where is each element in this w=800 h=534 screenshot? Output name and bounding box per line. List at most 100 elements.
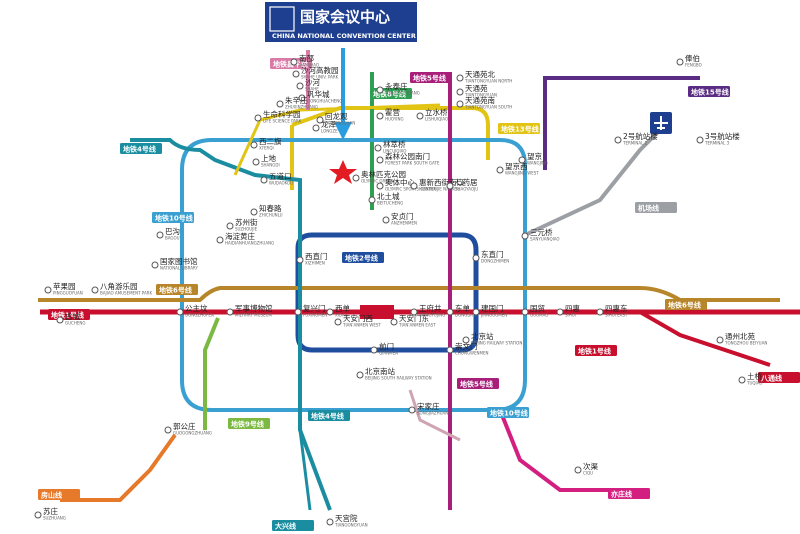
station-marker: [472, 254, 480, 262]
line-badge: 地铁1号线: [575, 345, 617, 356]
station-name: 南邵: [299, 53, 314, 63]
station-name: 公主坟: [185, 303, 208, 313]
station-marker: [326, 518, 334, 526]
station-name-en: TUQIAO: [746, 381, 763, 386]
station-name: 上地: [261, 153, 276, 163]
station-name: 3号航站楼: [705, 131, 740, 141]
station-name-en: GONGHUACHENG: [307, 99, 342, 104]
station-name: 森林公园南门: [385, 151, 430, 161]
station-marker: [294, 308, 302, 316]
station-marker: [382, 216, 390, 224]
line-badge-label: 地铁15号线: [691, 88, 729, 97]
station-name-en: BEIJING SOUTH RAILWAY STATION: [365, 376, 432, 381]
line-badge-label: 房山线: [41, 491, 62, 500]
station-marker: [91, 286, 99, 294]
line-badge-label: 地铁6号线: [668, 301, 701, 310]
station-name-en: SONGJIAZHUANG: [417, 411, 451, 416]
station-marker: [472, 308, 480, 316]
station-marker: [316, 116, 324, 124]
line-badge-label: 地铁10号线: [490, 409, 528, 418]
line-9-route: [203, 317, 220, 430]
station-name-en: TIANTONGYUAN SOUTH: [464, 105, 512, 110]
station-name: 望京西: [505, 161, 528, 171]
station-marker: [676, 58, 684, 66]
line-badges: 地铁昌平线地铁8号线地铁5号线地铁13号线地铁15号线地铁4号线地铁10号线机场…: [38, 58, 800, 531]
station-name: 北京南站: [365, 366, 395, 376]
airplane-icon: [650, 112, 672, 134]
station-name-en: FOREST PARK SOUTH GATE: [385, 161, 440, 166]
station-name-en: NANSHAO: [299, 63, 319, 68]
line-badge: 地铁4号线: [308, 410, 350, 421]
station-marker: [456, 100, 464, 108]
line-badge: 地铁6号线: [156, 284, 198, 295]
station-marker: [696, 136, 704, 144]
station-name-en: BAJIAO AMUSEMENT PARK: [100, 291, 152, 296]
station-name-en: SHAHE UNIV. PARK: [301, 75, 339, 80]
station-marker: [556, 308, 564, 316]
station-marker: [368, 196, 376, 204]
station-name: 巩华城: [307, 89, 330, 99]
cnc-logo: 国家会议中心 CHINA NATIONAL CONVENTION CENTER: [265, 2, 417, 42]
station-name: 安贞门: [391, 211, 414, 221]
station-marker: [376, 112, 384, 120]
station-name-en: WANGJING: [527, 161, 548, 166]
station-name-en: GONGZHUFEN: [185, 313, 214, 318]
line-badge: 大兴线: [272, 520, 314, 531]
station-marker: [296, 82, 304, 90]
station-name-en: TIAN'ANMEN WEST: [342, 323, 381, 328]
station-marker: [290, 58, 298, 66]
station-marker: [252, 158, 260, 166]
station-name-en: WUDAOKOU: [269, 181, 293, 186]
line-badge: 地铁15号线: [688, 86, 730, 97]
station-name-en: ANZHENMEN: [391, 221, 417, 226]
line-badge-label: 地铁10号线: [155, 214, 193, 223]
line-badge-label: 机场线: [638, 204, 659, 213]
station-marker: [456, 74, 464, 82]
station-marker: [176, 308, 184, 316]
station-name: 永泰庄: [385, 81, 408, 91]
station-name: 天通苑南: [465, 95, 495, 105]
station-name-en: LINCUIQIAO: [383, 149, 406, 154]
station-marker: [326, 308, 334, 316]
arrow-down-icon: [334, 122, 352, 140]
station-name: 立水桥: [425, 107, 448, 117]
station-name: 龙泽: [321, 119, 336, 129]
station-name-en: SHAHE: [305, 87, 319, 92]
destination-star-icon: [329, 160, 357, 184]
header-subtitle: CHINA NATIONAL CONVENTION CENTER: [272, 32, 416, 40]
station-marker: [376, 86, 384, 94]
line-badge: 地铁10号线: [487, 407, 529, 418]
station-name: 崇文门: [455, 341, 478, 351]
station-name: 国贸: [530, 303, 545, 313]
station-name: 天安门东: [399, 313, 429, 323]
station-marker: [462, 336, 470, 344]
station-name: 知春路: [259, 203, 282, 213]
station-name: 天宫院: [335, 513, 358, 523]
station-marker: [292, 70, 300, 78]
station-name: 建国门: [481, 303, 504, 313]
station-name-en: CHONGWENMEN: [455, 351, 489, 356]
station-name: 天通苑北: [465, 69, 495, 79]
station-marker: [374, 144, 382, 152]
station-marker: [496, 166, 504, 174]
